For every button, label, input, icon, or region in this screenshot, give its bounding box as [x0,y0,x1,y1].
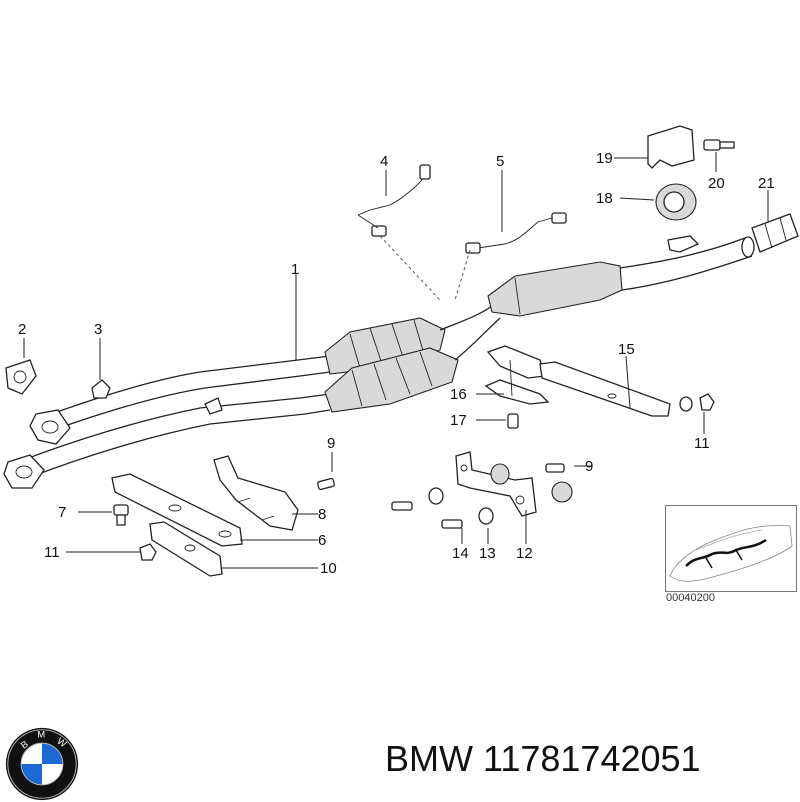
bolt-20 [703,139,735,151]
svg-text:B: B [19,739,31,752]
gasket-2 [5,359,37,395]
vehicle-location-inset [665,505,797,592]
diagram-code: 00040200 [666,592,715,604]
callout-12: 12 [516,545,533,562]
washer-and-nut-15-right [679,393,715,412]
callout-labels: 1 2 3 4 5 6 7 8 9 9 10 11 11 12 13 14 15… [18,150,775,577]
bracket-6 [111,473,243,547]
leader-lines [23,152,769,569]
callout-19: 19 [596,150,613,167]
bmw-logo: B M W [5,727,79,801]
callout-9-left: 9 [327,435,335,452]
part-number-caption: BMW 11781742051 [385,738,701,779]
bracket-15 [539,361,671,417]
callout-7: 7 [58,504,66,521]
bracket-19 [647,125,695,169]
exhaust-pipe-assembly [3,236,755,489]
callout-13: 13 [479,545,496,562]
callout-3: 3 [94,321,102,338]
bolt-9-left [317,477,335,491]
bracket-12 [455,451,537,517]
bolt-7 [113,504,129,526]
callout-21: 21 [758,175,775,192]
nut-11-left [139,543,157,561]
callout-11-right: 11 [694,435,710,452]
tailpipe-hanger [667,235,700,253]
bracket-10 [149,521,223,577]
callout-20: 20 [708,175,725,192]
callout-4: 4 [380,153,388,170]
callout-18: 18 [596,190,613,207]
nut-3 [91,379,111,399]
callout-1: 1 [291,261,299,278]
oxygen-sensor-5 [454,212,567,301]
bolts-12 [391,463,565,529]
rubber-mounts-12 [428,463,573,525]
callout-9-right: 9 [585,458,593,475]
rubber-ring-18 [655,183,697,221]
callout-2: 2 [18,321,26,338]
bracket-8 [213,455,299,531]
clamp-21 [751,213,799,253]
bolt-17 [507,413,519,429]
oxygen-sensor-4 [357,164,441,301]
car-outline-icon [669,525,793,582]
callout-17: 17 [450,412,467,429]
callout-16: 16 [450,386,467,403]
callout-5: 5 [496,153,504,170]
callout-15: 15 [618,341,635,358]
svg-text:M: M [37,729,45,740]
callout-14: 14 [452,545,469,562]
callout-8: 8 [318,506,326,523]
callout-10: 10 [320,560,337,577]
hanger-16 [484,345,550,405]
callout-6: 6 [318,532,326,549]
callout-11-left: 11 [44,544,60,561]
